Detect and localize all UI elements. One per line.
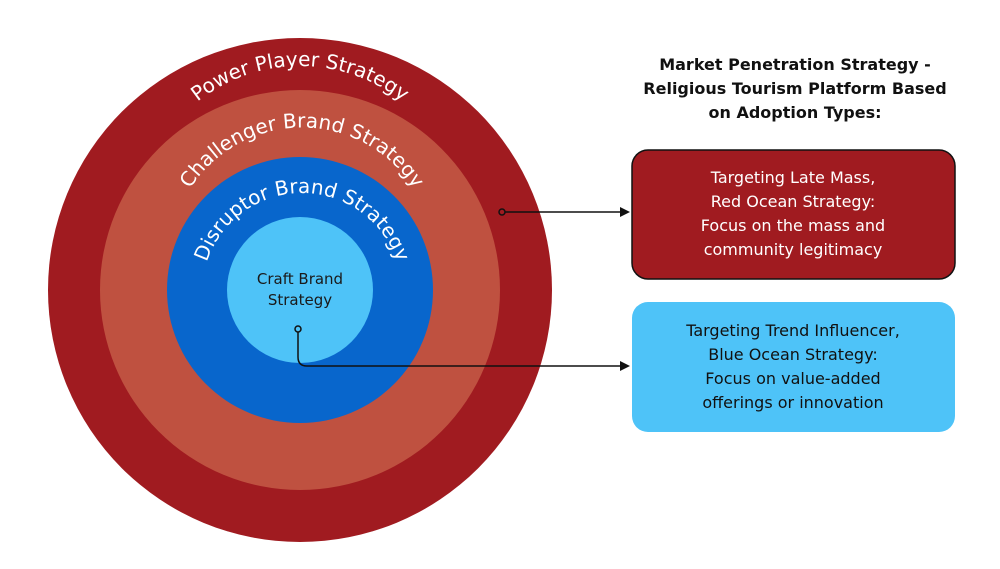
red-ocean-box-bg [631, 149, 956, 280]
red-ocean-line-4: community legitimacy [704, 240, 883, 259]
red-ocean-box: Targeting Late Mass, Red Ocean Strategy:… [631, 149, 956, 280]
blue-ocean-line-4: offerings or innovation [702, 393, 883, 412]
blue-ocean-line-1: Targeting Trend Influencer, [685, 321, 900, 340]
blue-ocean-line-2: Blue Ocean Strategy: [708, 345, 878, 364]
core-label-line-1: Craft Brand [257, 270, 343, 288]
heading-line-3: on Adoption Types: [709, 103, 882, 122]
blue-ocean-line-3: Focus on value-added [705, 369, 880, 388]
heading-line-2: Religious Tourism Platform Based [643, 79, 946, 98]
red-ocean-line-1: Targeting Late Mass, [710, 168, 876, 187]
ring-craft [227, 217, 373, 363]
core-label-line-2: Strategy [268, 291, 332, 309]
heading: Market Penetration Strategy - Religious … [643, 55, 946, 122]
connector-red [498, 207, 630, 217]
heading-line-1: Market Penetration Strategy - [659, 55, 931, 74]
connector-blue [294, 325, 630, 371]
red-ocean-line-3: Focus on the mass and [701, 216, 885, 235]
blue-ocean-box: Targeting Trend Influencer, Blue Ocean S… [632, 302, 955, 432]
blue-ocean-box-bg [632, 302, 955, 432]
red-ocean-line-2: Red Ocean Strategy: [711, 192, 876, 211]
